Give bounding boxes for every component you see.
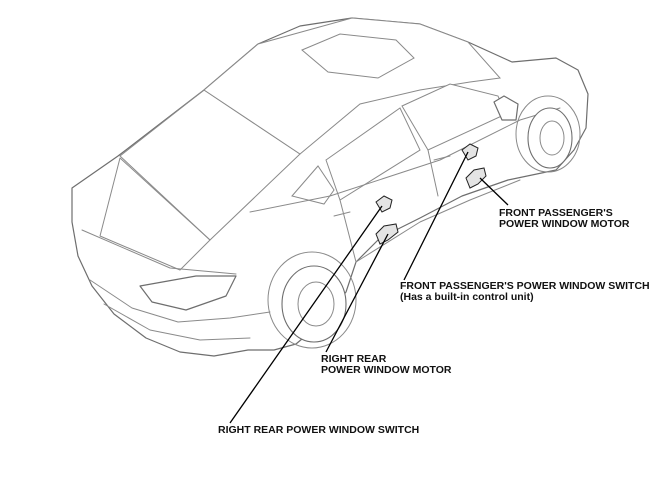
- leader-right-rear-motor: [325, 233, 389, 353]
- front-passenger-motor-label-line1: FRONT PASSENGER'S: [499, 207, 613, 219]
- right-rear-motor-label-line2: POWER WINDOW MOTOR: [321, 364, 452, 376]
- rear-spoiler-line: [81, 229, 237, 275]
- rear-windshield: [203, 17, 501, 155]
- door-seam-front: [427, 149, 439, 197]
- front-door-handle: [433, 155, 451, 161]
- rear-wheel-arch: [267, 251, 357, 349]
- door-seam-rear: [339, 199, 357, 263]
- leader-right-rear-switch: [229, 205, 383, 424]
- leader-front-passenger-switch: [403, 151, 469, 281]
- rocker-line: [355, 179, 521, 263]
- rear-door-handle: [333, 211, 351, 217]
- front-wheel-arch: [515, 95, 581, 173]
- tail-light: [139, 275, 237, 311]
- front-passenger-motor-label: FRONT PASSENGER'S POWER WINDOW MOTOR: [499, 208, 629, 230]
- car-illustration: [71, 17, 589, 357]
- front-wheel-hub: [539, 120, 565, 156]
- front-wheel: [527, 107, 573, 169]
- body-character-line: [249, 107, 561, 213]
- right-rear-switch-label-line1: RIGHT REAR POWER WINDOW SWITCH: [218, 424, 420, 436]
- rear-wheel-hub: [297, 281, 335, 327]
- rear-bumper-lower: [103, 303, 251, 341]
- right-rear-motor-label: RIGHT REAR POWER WINDOW MOTOR: [321, 354, 451, 376]
- right-rear-switch-label: RIGHT REAR POWER WINDOW SWITCH: [218, 425, 419, 436]
- front-passenger-switch-label-line2: (Has a built-in control unit): [400, 291, 534, 303]
- leader-front-passenger-motor: [479, 177, 509, 206]
- front-passenger-motor-part: [465, 167, 487, 189]
- right-rear-motor-part: [375, 223, 399, 245]
- sunroof: [301, 33, 415, 79]
- rear-door-window: [325, 107, 421, 201]
- front-passenger-motor-label-line2: POWER WINDOW MOTOR: [499, 218, 630, 230]
- rear-quarter-window: [291, 165, 335, 205]
- front-passenger-switch-label: FRONT PASSENGER'S POWER WINDOW SWITCH (H…: [400, 281, 650, 303]
- leader-lines: [229, 151, 509, 424]
- side-mirror: [493, 95, 519, 121]
- front-passenger-switch-label-line1: FRONT PASSENGER'S POWER WINDOW SWITCH: [400, 280, 650, 292]
- trunk-lid: [99, 157, 211, 271]
- rear-bumper-line: [89, 279, 271, 323]
- right-rear-motor-label-line1: RIGHT REAR: [321, 353, 387, 365]
